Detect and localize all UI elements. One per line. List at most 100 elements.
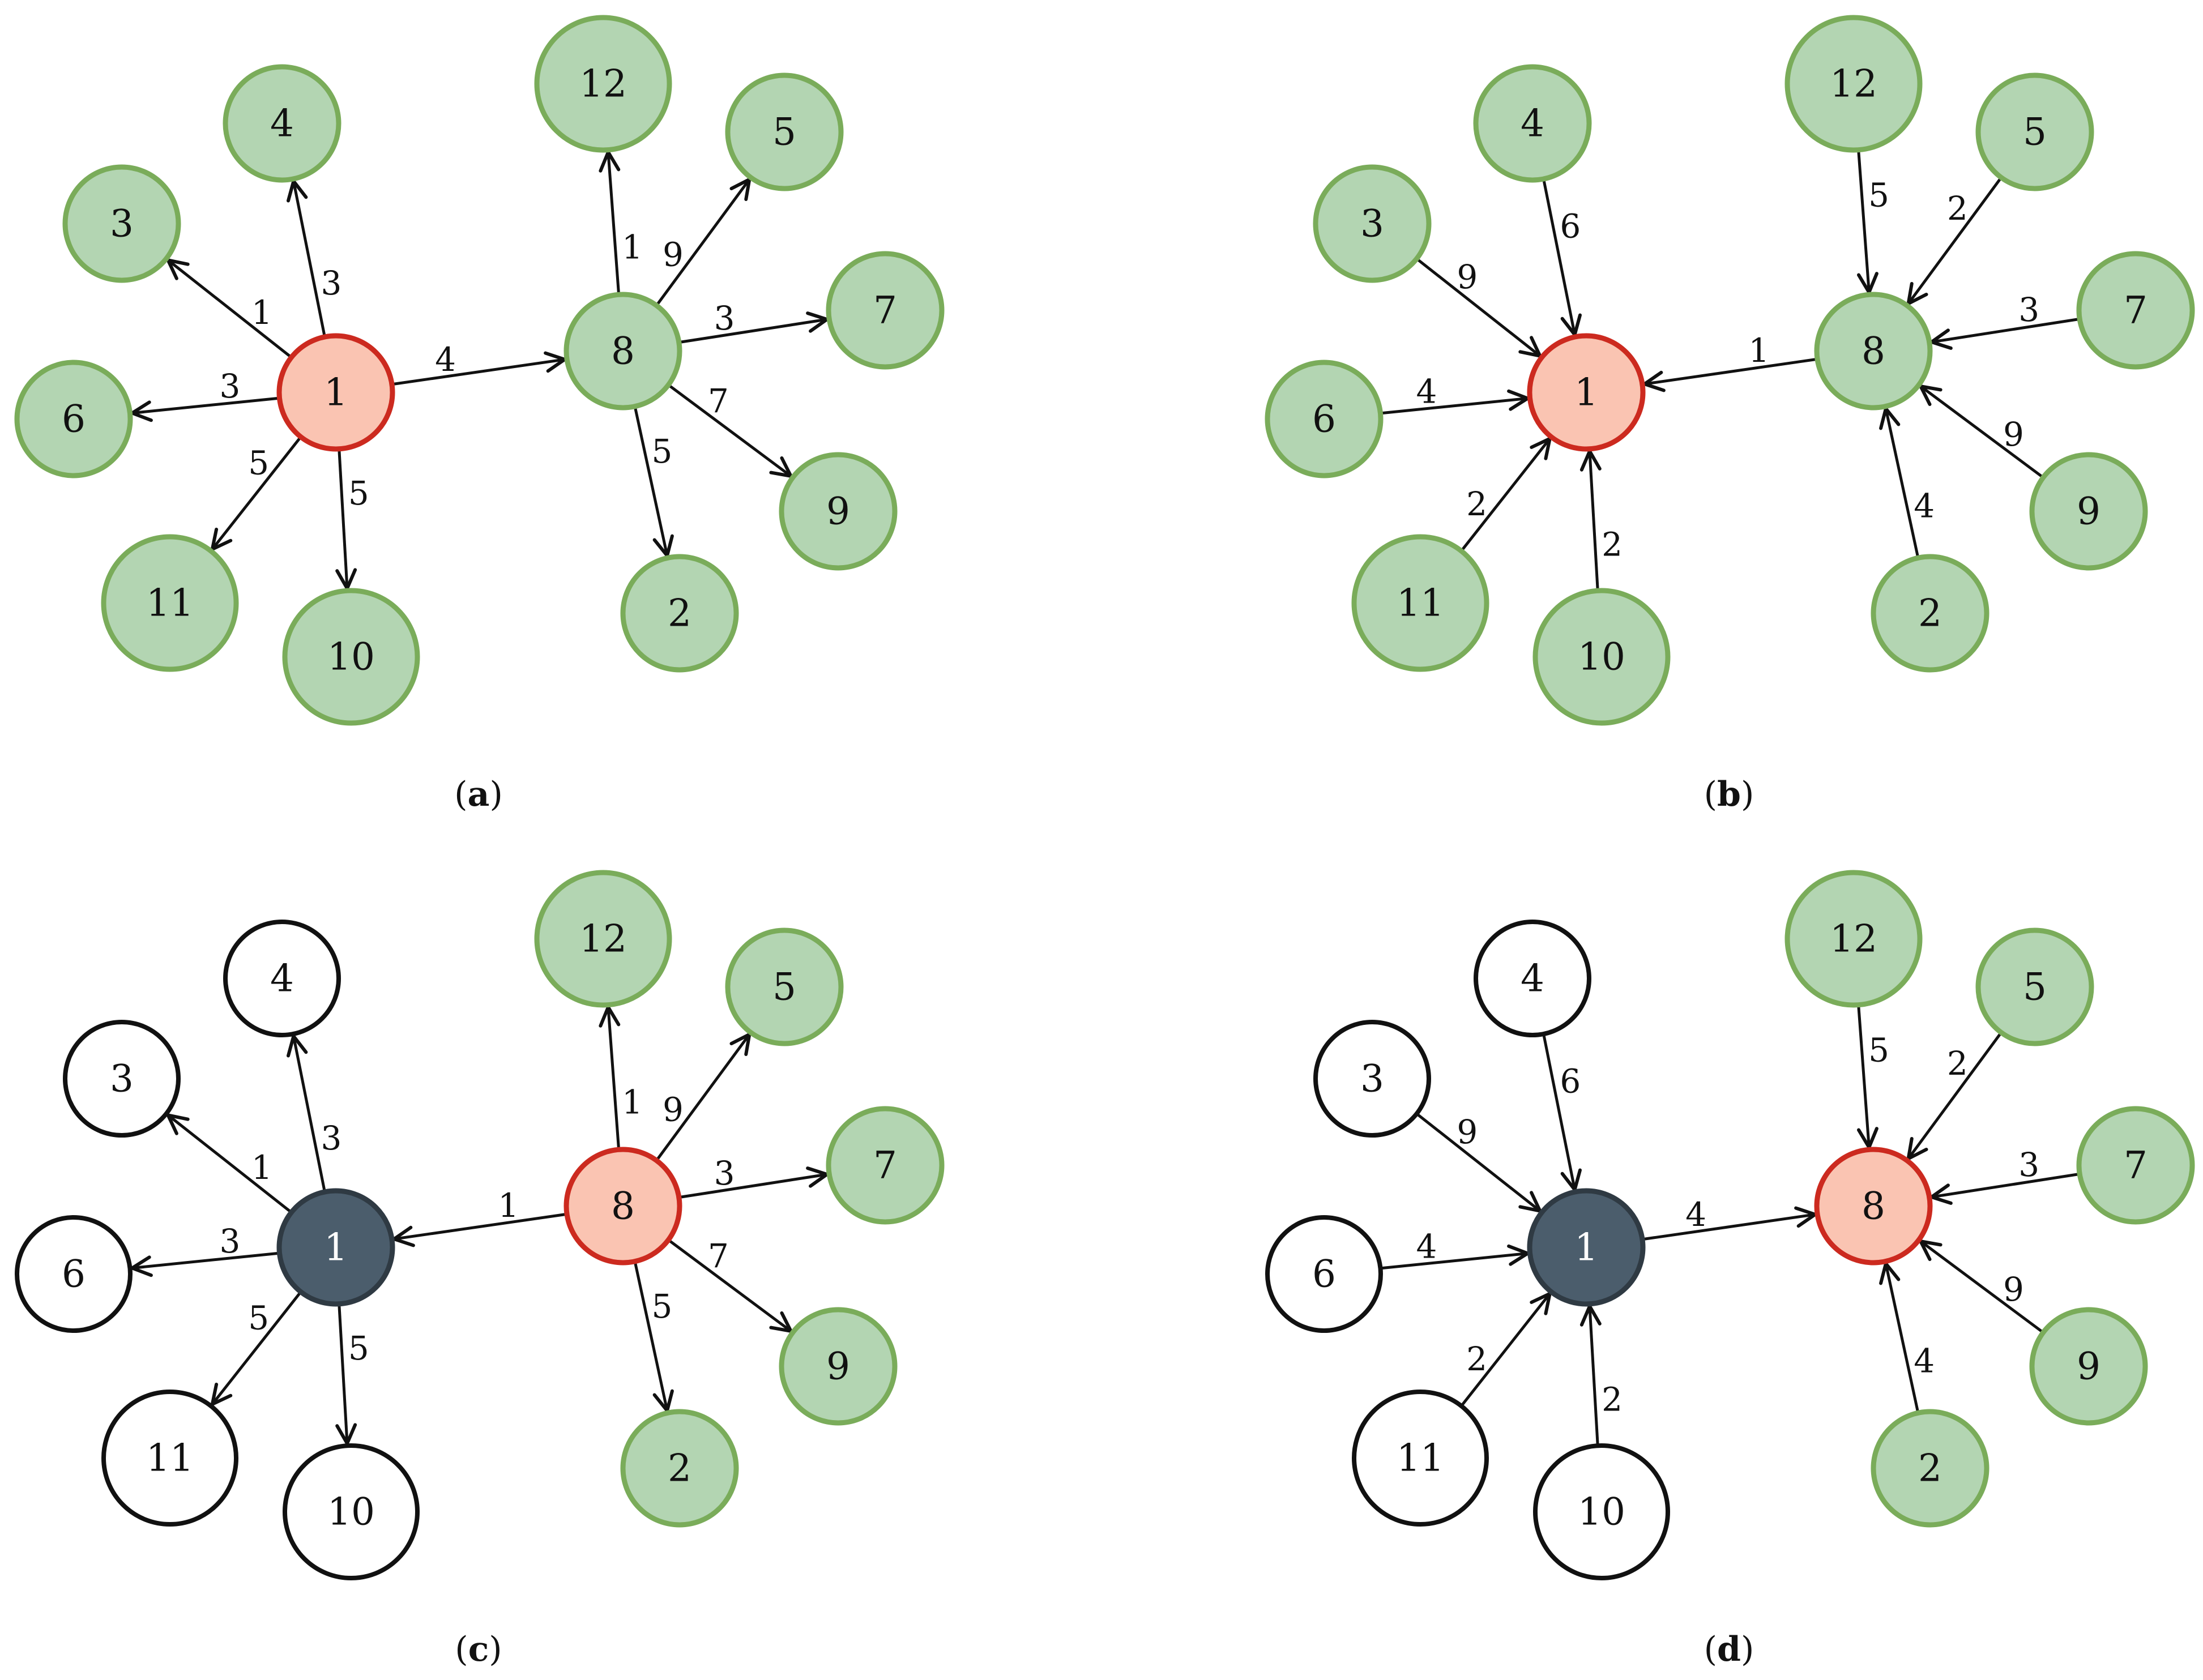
edge-weight-1-to-11: 5	[248, 1298, 269, 1337]
node-label-2: 2	[1918, 1447, 1942, 1490]
edge-weight-2-to-8: 4	[1914, 1341, 1935, 1380]
node-4	[223, 64, 341, 183]
edge-weight-8-to-5: 9	[663, 235, 684, 273]
node-label-7: 7	[873, 289, 897, 332]
node-label-2: 2	[668, 1447, 691, 1490]
edge-11-to-1	[1460, 439, 1549, 552]
node-label-12: 12	[579, 917, 627, 961]
node-label-9: 9	[2077, 490, 2100, 533]
edge-weight-10-to-1: 2	[1602, 1380, 1623, 1418]
node-2	[1871, 1409, 1989, 1528]
edge-10-to-1	[1590, 451, 1598, 591]
edge-weight-5-to-8: 2	[1947, 1044, 1968, 1083]
node-4	[1474, 920, 1591, 1037]
node-11	[1352, 1390, 1489, 1527]
edge-weight-12-to-8: 5	[1868, 1031, 1889, 1069]
node-label-2: 2	[1918, 592, 1942, 635]
node-label-9: 9	[826, 1345, 850, 1388]
node-11	[1351, 534, 1489, 672]
node-12	[534, 15, 672, 153]
node-2	[1871, 554, 1989, 673]
edge-7-to-8	[1932, 317, 2080, 342]
node-6	[1265, 1215, 1383, 1333]
node-3	[62, 164, 181, 283]
node-label-8: 8	[611, 1185, 635, 1228]
edge-2-to-8	[1886, 1264, 1920, 1413]
node-label-4: 4	[1521, 102, 1544, 146]
edge-weight-11-to-1: 2	[1466, 485, 1487, 523]
node-7	[826, 1106, 945, 1225]
node-10	[1533, 1443, 1670, 1580]
edge-weight-1-to-3: 1	[251, 1148, 272, 1187]
edge-2-to-8	[1886, 409, 1920, 558]
edge-weight-7-to-8: 3	[2018, 290, 2039, 329]
node-label-4: 4	[1521, 957, 1544, 1001]
edge-weight-8-to-12: 1	[622, 228, 643, 266]
node-label-3: 3	[110, 202, 134, 246]
edge-weight-12-to-8: 5	[1868, 176, 1889, 214]
edge-3-to-1	[1415, 257, 1540, 356]
node-label-11: 11	[1397, 582, 1444, 625]
edge-weight-8-to-9: 7	[708, 1237, 729, 1275]
edge-1-to-3	[168, 1115, 293, 1214]
node-10	[282, 588, 420, 726]
edge-weight-1-to-8: 4	[1685, 1195, 1706, 1234]
node-10	[1532, 588, 1671, 726]
node-12	[1784, 870, 1923, 1008]
node-label-12: 12	[1830, 917, 1877, 961]
edge-8-to-2	[633, 406, 667, 556]
edge-1-to-8	[1642, 1215, 1815, 1241]
edge-weight-8-to-1: 1	[1748, 331, 1769, 370]
node-11	[101, 1390, 238, 1527]
edge-weight-7-to-8: 3	[2018, 1145, 2039, 1184]
node-5	[725, 927, 844, 1046]
edge-weight-1-to-10: 5	[348, 1329, 369, 1367]
node-label-10: 10	[327, 1490, 375, 1534]
edge-weight-4-to-1: 6	[1560, 1062, 1581, 1100]
node-8	[563, 292, 682, 411]
edge-weight-6-to-1: 4	[1416, 1227, 1437, 1266]
edge-weight-1-to-3: 1	[251, 293, 272, 332]
node-6	[14, 360, 133, 478]
edge-1-to-4	[293, 181, 326, 337]
node-3	[1313, 1020, 1431, 1138]
node-3	[1313, 164, 1432, 283]
node-label-3: 3	[1360, 202, 1384, 246]
edge-weight-1-to-4: 3	[321, 264, 342, 302]
node-label-12: 12	[1830, 62, 1877, 106]
node-1	[1527, 1188, 1646, 1307]
edge-4-to-1	[1542, 178, 1575, 335]
edge-weight-8-to-7: 3	[714, 299, 735, 337]
edge-8-to-7	[678, 1174, 827, 1199]
node-12	[534, 870, 672, 1008]
node-7	[2076, 251, 2195, 370]
node-label-9: 9	[2077, 1345, 2100, 1388]
node-label-5: 5	[2023, 965, 2047, 1009]
node-8	[1814, 292, 1933, 411]
edge-8-to-12	[608, 1007, 619, 1150]
node-label-4: 4	[270, 102, 294, 146]
node-label-5: 5	[772, 965, 796, 1009]
edge-8-to-9	[667, 1238, 791, 1331]
edge-1-to-6	[132, 396, 280, 413]
edge-1-to-3	[168, 260, 293, 359]
edge-weight-9-to-8: 9	[2003, 1270, 2024, 1309]
node-label-7: 7	[873, 1144, 897, 1187]
node-label-1: 1	[324, 371, 348, 414]
edge-weight-3-to-1: 9	[1457, 258, 1478, 296]
node-5	[725, 72, 844, 191]
edge-weight-10-to-1: 2	[1602, 525, 1623, 563]
edge-weight-8-to-7: 3	[714, 1154, 735, 1192]
node-1	[276, 333, 395, 452]
edge-1-to-8	[391, 360, 565, 386]
node-label-11: 11	[146, 1437, 194, 1480]
edge-weight-8-to-1: 1	[498, 1186, 519, 1225]
node-label-3: 3	[1360, 1057, 1384, 1101]
edge-1-to-10	[339, 1303, 347, 1443]
edge-weight-1-to-4: 3	[321, 1119, 342, 1157]
node-label-5: 5	[2023, 110, 2047, 154]
edge-3-to-1	[1415, 1112, 1540, 1211]
edge-1-to-11	[212, 1291, 302, 1404]
